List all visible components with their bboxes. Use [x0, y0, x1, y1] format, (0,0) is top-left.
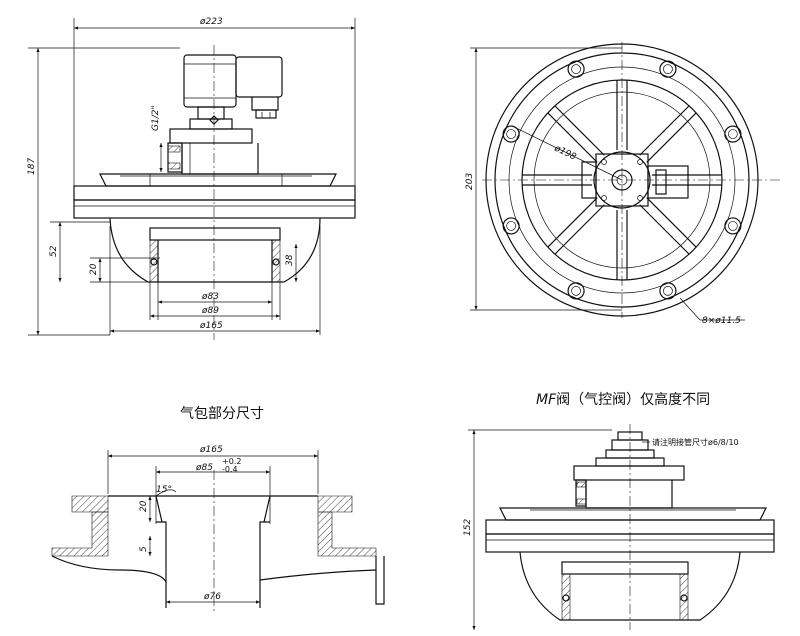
- bolt-hole: [502, 217, 520, 235]
- dim-h20: 20: [89, 263, 99, 275]
- spoke-edge: [547, 197, 598, 248]
- bolt-hole: [724, 125, 742, 143]
- bolt-hole-inner: [728, 221, 738, 231]
- spoke-edge: [646, 112, 697, 163]
- bolt-hole: [659, 282, 677, 300]
- front-view: ø223 187 52 20: [27, 17, 356, 340]
- spoke-edge: [554, 204, 605, 255]
- bolt-hole-inner: [663, 286, 673, 296]
- bolt-hole-inner: [571, 286, 581, 296]
- dim-h203: 203: [465, 173, 475, 190]
- spokes: [522, 80, 722, 280]
- dim-h52: 52: [49, 245, 59, 257]
- bolt-hole-inner: [728, 129, 738, 139]
- bolt-hole: [567, 282, 585, 300]
- tank-dim-h5: 5: [139, 546, 149, 552]
- mf-title-rest: 阀（气控阀）仅高度不同: [556, 391, 710, 408]
- mf-view-title: MF阀（气控阀）仅高度不同: [536, 391, 710, 408]
- tank-dim-angle: 15°: [156, 485, 172, 495]
- dim-d89: ø89: [201, 306, 219, 316]
- spoke-edge: [639, 204, 690, 255]
- tank-section-title: 气包部分尺寸: [180, 406, 264, 422]
- spoke-edge: [554, 105, 605, 156]
- tank-section: 气包部分尺寸 ø165 ø85 +0.2 -0.4 15° 2: [51, 406, 385, 612]
- spoke-edge: [547, 112, 598, 163]
- tank-tol-upper: +0.2: [222, 457, 241, 466]
- dim-d165: ø165: [199, 321, 223, 331]
- bolt-hole-inner: [571, 64, 581, 74]
- mf-note: 请注明接管尺寸ø6/8/10: [652, 437, 739, 447]
- dim-d198: ø198: [552, 143, 578, 162]
- spoke-edge: [646, 197, 697, 248]
- bolt-hole: [502, 125, 520, 143]
- bolt-hole: [567, 60, 585, 78]
- mf-view: MF阀（气控阀）仅高度不同 请注明接管尺寸ø6/8/10 152: [463, 391, 775, 630]
- bolt-hole: [724, 217, 742, 235]
- bolt-holes: [502, 60, 742, 300]
- bolt-hole: [659, 60, 677, 78]
- dim-holes: 8×ø11.5: [702, 316, 741, 326]
- tank-dim-d76: ø76: [203, 592, 221, 602]
- spoke-edge: [639, 105, 690, 156]
- dim-h38: 38: [285, 254, 295, 266]
- top-view: ø198 203 8×ø11.5: [465, 42, 780, 326]
- tank-dim-d165: ø165: [199, 445, 223, 455]
- dim-d83: ø83: [201, 292, 219, 302]
- bolt-hole-inner: [506, 221, 516, 231]
- tank-dim-d85: ø85: [195, 463, 213, 473]
- mf-title-prefix: MF: [536, 392, 557, 408]
- bolt-hole-inner: [663, 64, 673, 74]
- bolt-hole-inner: [506, 129, 516, 139]
- mf-dim-h152: 152: [463, 519, 473, 536]
- dim-d223: ø223: [199, 17, 223, 27]
- dim-thread-g12: G1/2": [151, 105, 161, 131]
- tank-dim-h20: 20: [139, 500, 149, 512]
- tank-tol-lower: -0.4: [222, 465, 238, 474]
- dim-h187: 187: [27, 158, 37, 175]
